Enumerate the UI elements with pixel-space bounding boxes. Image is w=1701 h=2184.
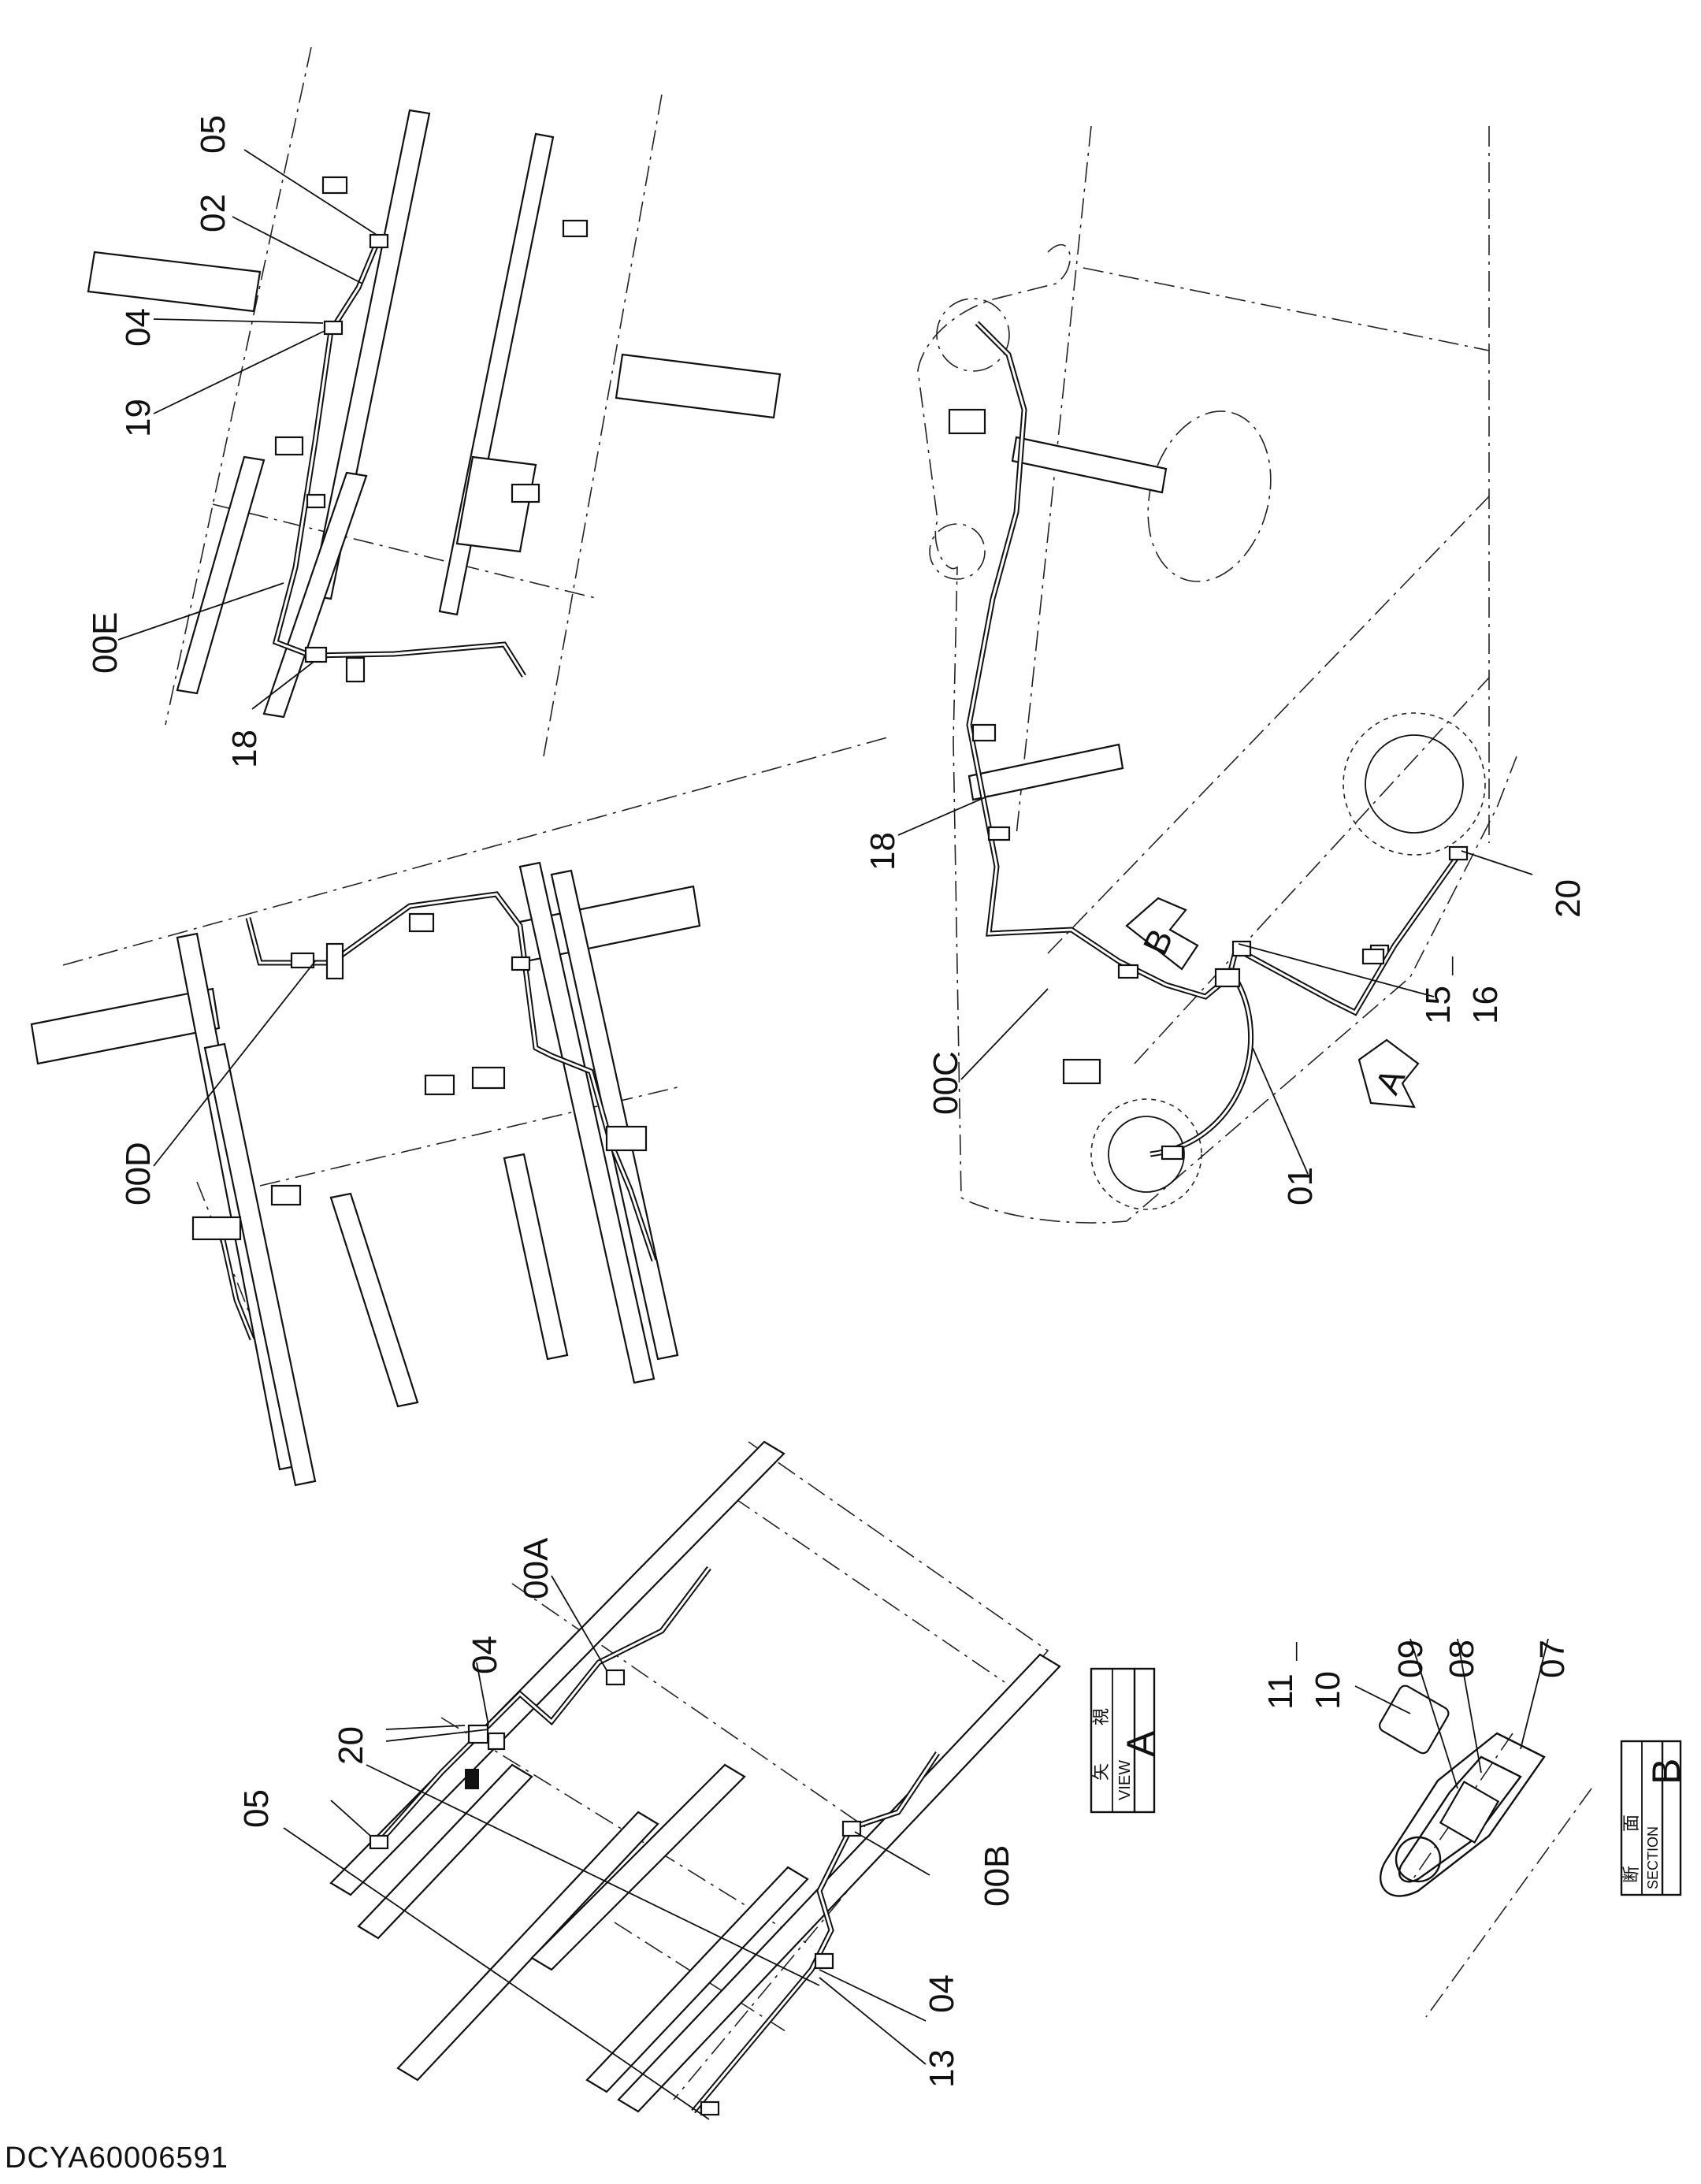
section-b-title-box: 断 面 SECTION B [1620, 1740, 1688, 1896]
view-a-letter: A [1119, 1730, 1163, 1757]
callout-05-bottom: 05 [237, 1789, 276, 1828]
section-b-en: SECTION [1645, 1826, 1661, 1889]
leader-lines [117, 149, 1549, 2065]
boom-upper-view [87, 46, 782, 757]
view-a-jp-2: 視 [1092, 1708, 1112, 1725]
callout-13: 13 [923, 2049, 961, 2088]
callout-11: 11 [1261, 1673, 1300, 1710]
callout-00d: 00D [119, 1142, 158, 1205]
view-a-en: VIEW [1116, 1760, 1134, 1800]
view-a-drawing [283, 1440, 1061, 2120]
callout-09: 09 [1391, 1640, 1430, 1678]
callout-05-top: 05 [194, 115, 232, 154]
boom-lower-view [30, 736, 891, 1487]
callout-00b: 00B [978, 1845, 1016, 1907]
callout-dash-15-16: — [1441, 956, 1462, 975]
callout-10: 10 [1309, 1671, 1347, 1710]
callout-04-top: 04 [119, 308, 158, 347]
callout-08: 08 [1443, 1640, 1481, 1678]
document-code: DCYA60006591 [5, 2141, 228, 2175]
callout-07: 07 [1533, 1640, 1572, 1678]
callout-04-bottom: 04 [923, 1974, 961, 2013]
callout-00e: 00E [86, 612, 124, 674]
callout-02: 02 [194, 194, 232, 232]
callout-00c: 00C [927, 1051, 965, 1115]
callout-01: 01 [1281, 1167, 1320, 1205]
callout-19: 19 [119, 399, 158, 437]
callout-20-left: 20 [332, 1726, 370, 1765]
callout-04-mid: 04 [466, 1636, 504, 1674]
callout-16: 16 [1466, 986, 1505, 1024]
section-b-drawing [1379, 1684, 1592, 2018]
arm-view [917, 125, 1517, 1224]
section-b-jp-1: 断 [1622, 1866, 1642, 1883]
view-a-arrow-marker: A [1357, 1038, 1420, 1109]
section-b-jp-2: 面 [1622, 1814, 1642, 1832]
callout-20-right: 20 [1549, 879, 1588, 918]
view-a-title-box: 矢 視 VIEW A [1090, 1667, 1163, 1814]
callout-18-right: 18 [863, 832, 902, 871]
callout-15: 15 [1419, 986, 1458, 1024]
view-a-jp-1: 矢 [1092, 1763, 1112, 1781]
callout-18-left: 18 [225, 730, 264, 768]
callout-dash-11-10: — [1285, 1642, 1306, 1661]
view-b-arrow-marker: B [1125, 897, 1199, 971]
callout-labels: 05 02 04 19 00E 18 00D 18 00C 20 15 — 16… [86, 115, 1588, 2088]
callout-00a: 00A [517, 1537, 555, 1599]
section-b-letter: B [1644, 1759, 1688, 1785]
